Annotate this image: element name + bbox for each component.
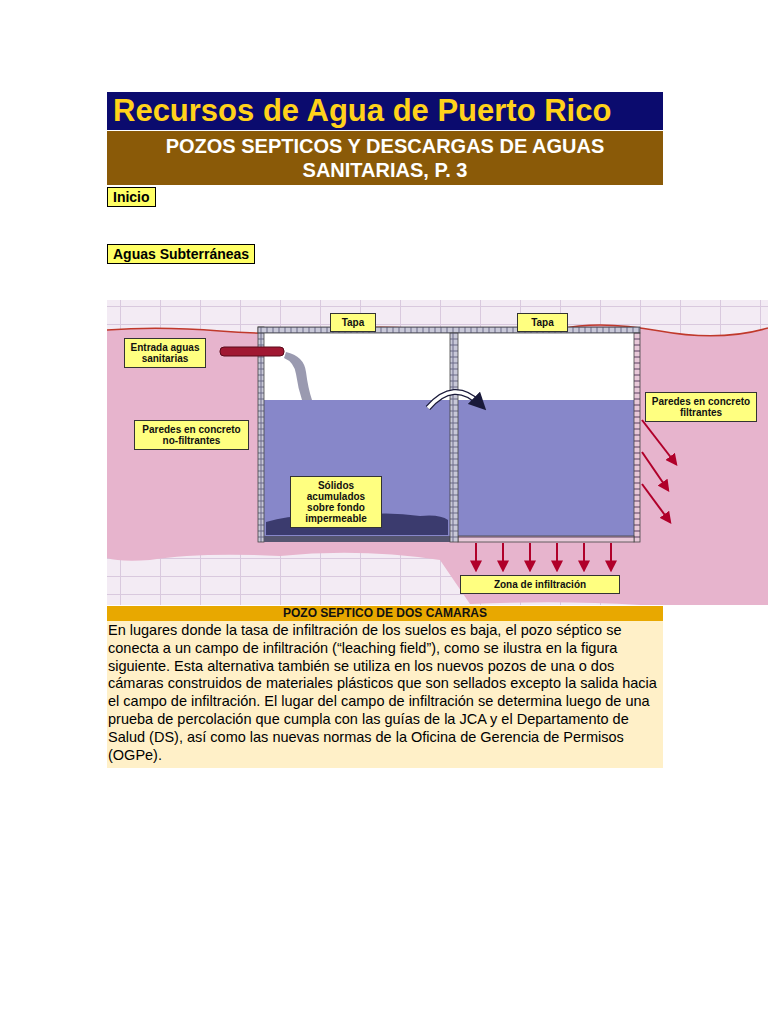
caption-box: POZO SEPTICO DE DOS CAMARASEn lugares do…	[107, 606, 663, 768]
node-text: Inicio	[113, 189, 150, 205]
sludge-label: Sólidos acumulados sobre fondo impermeab…	[290, 476, 382, 528]
left-wall	[258, 327, 264, 542]
node-text: Tapa	[522, 317, 563, 328]
impermeable-floor	[264, 536, 450, 542]
lid-label: Tapa	[517, 313, 568, 332]
infiltration-arrows	[476, 420, 676, 570]
water-right	[458, 400, 634, 536]
filtering-floor	[458, 536, 634, 542]
tank-interior	[264, 333, 634, 536]
page-title: Recursos de Agua de Puerto Rico	[107, 92, 663, 130]
node-text: POZOS SEPTICOS Y DESCARGAS DE AGUAS SANI…	[115, 134, 655, 182]
zone-label: Zona de infiltración	[460, 575, 620, 594]
wall-label: Paredes en concreto no-filtrantes	[134, 420, 249, 450]
node-text: Paredes en concreto no-filtrantes	[139, 424, 244, 446]
inlet-pipe	[220, 347, 284, 356]
node-body: En lugares donde la tasa de infiltración…	[107, 621, 663, 768]
node-text: Zona de infiltración	[465, 579, 615, 590]
grid-lines	[107, 300, 768, 605]
node-text: Aguas Subterráneas	[113, 246, 249, 262]
node-text: POZO SEPTICO DE DOS CAMARAS	[107, 606, 663, 621]
right-wall	[634, 333, 640, 542]
node-text: Entrada aguas sanitarias	[129, 342, 201, 364]
lid-label: Tapa	[330, 313, 376, 332]
node-text: Paredes en concreto filtrantes	[650, 396, 752, 418]
transfer-arrow	[428, 392, 480, 408]
node-text: Tapa	[335, 317, 371, 328]
inflow-stream	[284, 352, 312, 400]
nav-button: Aguas Subterráneas	[107, 244, 255, 264]
sky-ground	[107, 300, 768, 605]
node-text: Sólidos acumulados sobre fondo impermeab…	[295, 480, 377, 524]
wall-label: Paredes en concreto filtrantes	[645, 392, 757, 422]
nav-button: Inicio	[107, 187, 156, 207]
inlet-label: Entrada aguas sanitarias	[124, 338, 206, 368]
top-slab	[258, 327, 640, 333]
section-band: POZOS SEPTICOS Y DESCARGAS DE AGUAS SANI…	[107, 131, 663, 185]
soil	[107, 325, 768, 605]
water-left	[264, 400, 450, 536]
partition-wall	[450, 333, 458, 542]
